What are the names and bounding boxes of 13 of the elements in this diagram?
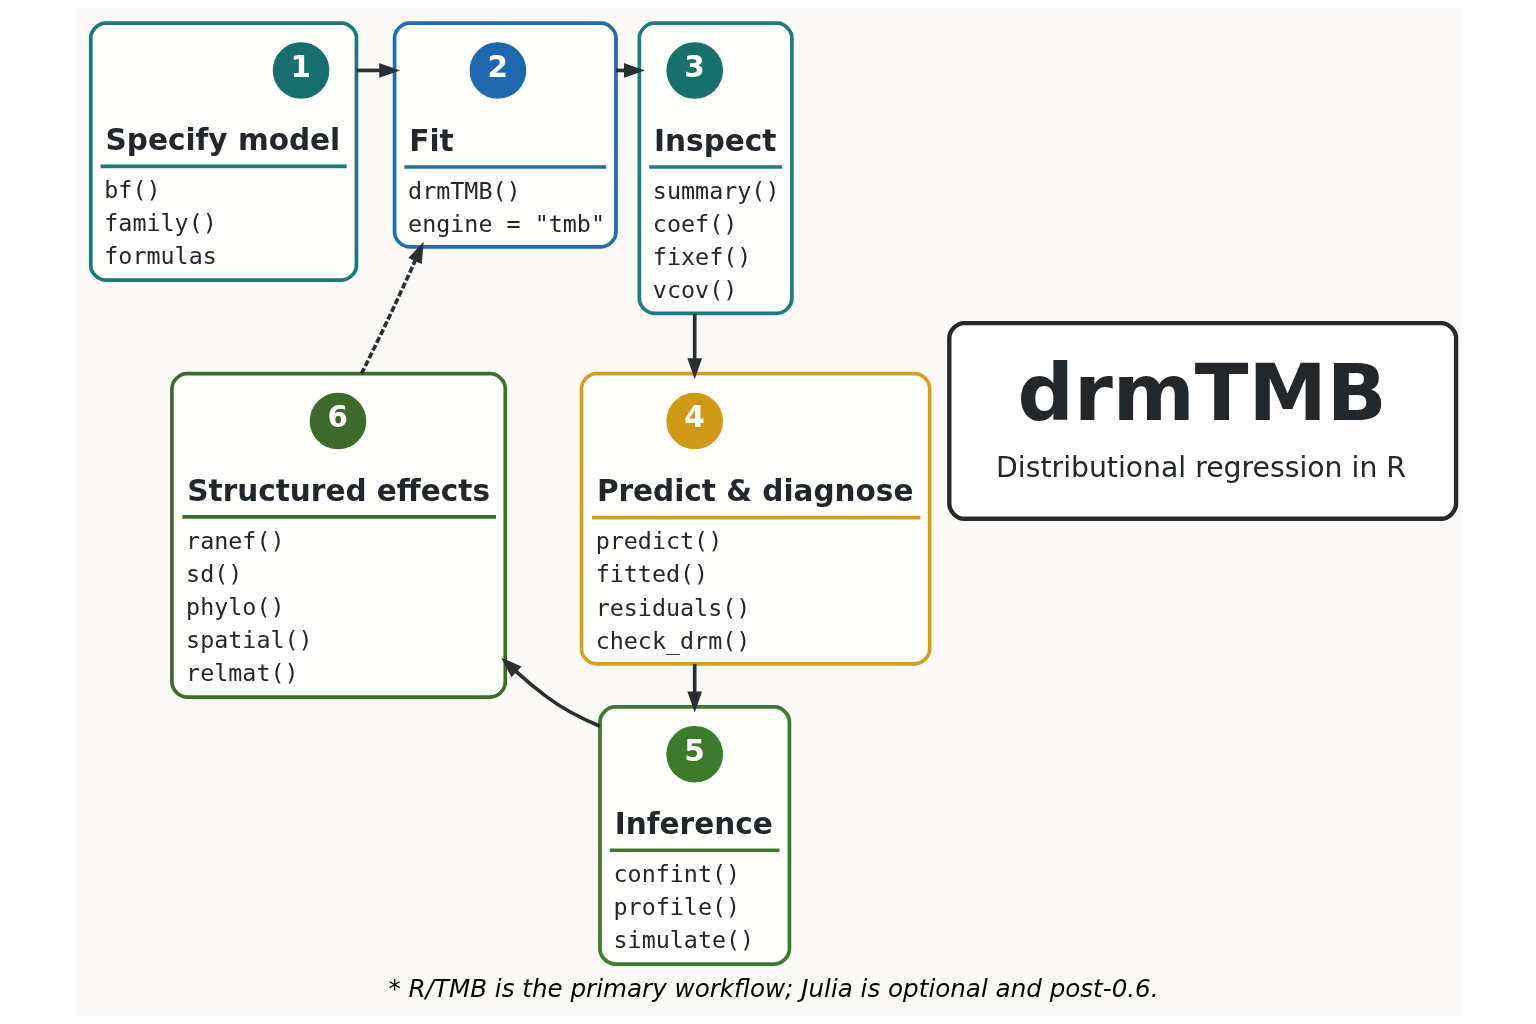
node-box: drmTMB Distributional regression in R	[946, 321, 1458, 521]
node-circle: 4	[665, 392, 723, 450]
node-circle: 5	[665, 726, 723, 783]
caption: * R/TMB is the primary workflow; Julia is optional and post-0.6.	[387, 974, 1159, 1004]
arrow	[500, 657, 601, 728]
arrow	[686, 663, 702, 713]
arrow	[355, 63, 400, 78]
node-circle: 3	[665, 42, 723, 99]
node-circle: 6	[309, 392, 366, 450]
arrow	[359, 241, 424, 375]
node-circle: 1	[272, 42, 329, 99]
node-circle: 2	[469, 42, 526, 99]
arrow	[686, 313, 702, 380]
